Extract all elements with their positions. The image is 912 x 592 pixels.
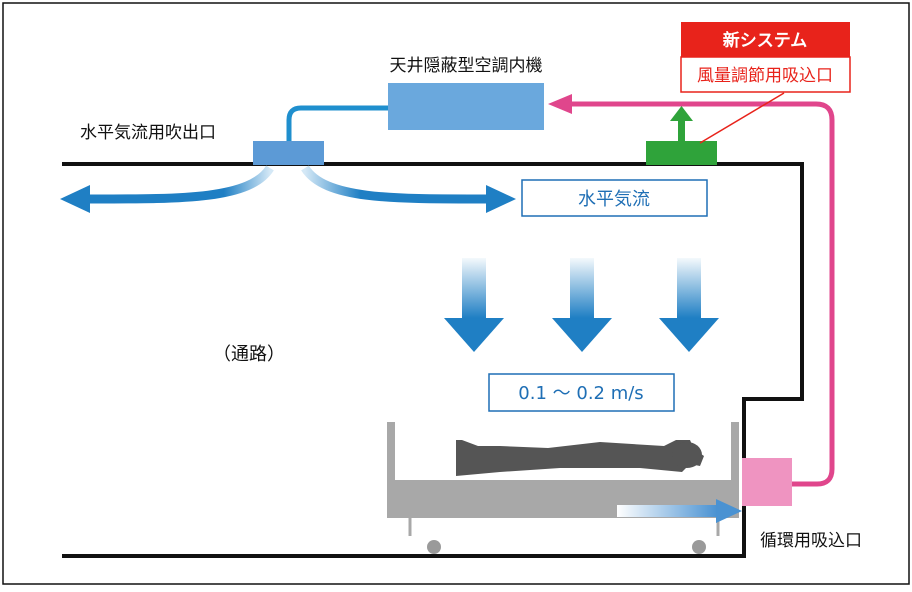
airflow-left-arrowhead	[60, 185, 90, 213]
callout-line	[699, 92, 785, 144]
velocity-label: 0.1 〜 0.2 m/s	[518, 383, 643, 404]
patient-silhouette	[456, 440, 704, 476]
downflow-arrow	[552, 258, 612, 352]
airflow-right-arrowhead	[486, 185, 516, 213]
airflow-right-arrow	[301, 165, 491, 204]
circulation-inlet	[742, 458, 792, 506]
horizontal-flow-label: 水平気流	[578, 189, 650, 210]
new-system-title: 新システム	[723, 30, 808, 51]
horizontal-flow-label-box	[521, 179, 708, 217]
airflow-adjust-inlet	[646, 141, 717, 165]
green-arrow-head	[670, 106, 693, 121]
supply-duct	[286, 105, 388, 144]
return-duct-arrowhead	[548, 94, 572, 114]
outlet-label: 水平気流用吹出口	[80, 123, 216, 143]
corridor-label: （通路）	[213, 344, 285, 365]
downflow-arrow	[444, 258, 504, 352]
ceiling-ac-unit	[388, 83, 544, 130]
bed-airflow-arrowhead	[716, 499, 742, 523]
green-arrow-shaft	[678, 118, 685, 142]
horizontal-flow-outlet	[253, 141, 324, 165]
airflow-left-arrow	[84, 165, 274, 204]
return-duct	[570, 101, 835, 487]
velocity-label-box	[488, 373, 675, 412]
circulation-inlet-label: 循環用吸込口	[760, 531, 862, 551]
new-system-subtitle: 風量調節用吸込口	[697, 66, 833, 86]
bed-airflow-arrow	[617, 505, 717, 517]
new-system-callout: 新システム 風量調節用吸込口	[680, 22, 851, 93]
ac-unit-label: 天井隠蔽型空調内機	[390, 56, 543, 76]
downflow-arrow	[659, 258, 719, 352]
